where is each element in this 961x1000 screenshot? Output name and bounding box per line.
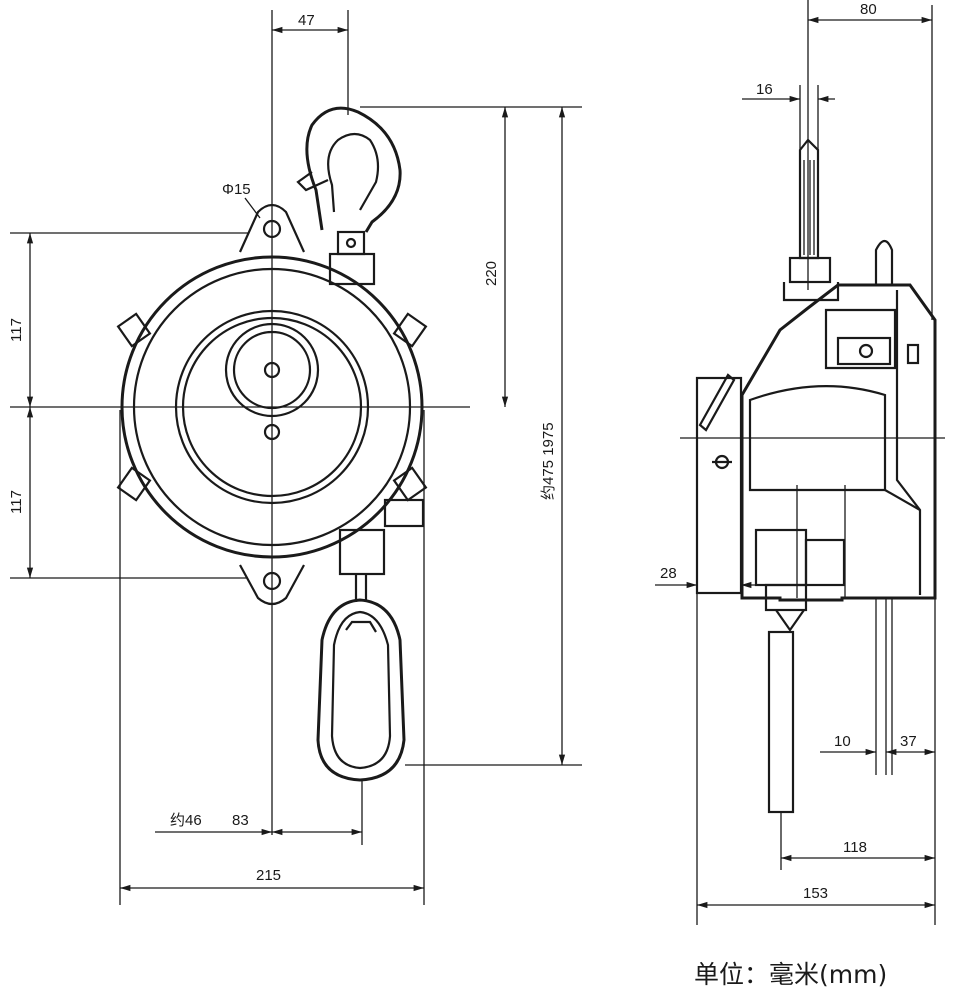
side-dimensions: 80 16 28 10 37 118 153 <box>655 1 936 925</box>
dim-left-offset: 28 <box>660 565 677 582</box>
dim-top-offset: 47 <box>298 12 315 29</box>
hub-outer <box>224 322 320 418</box>
dim-side-top-width: 80 <box>860 1 877 18</box>
dim-lower-half: 117 <box>8 490 25 514</box>
dim-bottom-left: 约46 <box>170 812 202 829</box>
dim-hook-thickness: 16 <box>756 81 773 98</box>
dim-stroke-length: 约475 1975 <box>540 422 557 500</box>
side-housing <box>740 239 937 602</box>
side-cover-plate <box>695 373 743 595</box>
housing-inner-ring <box>132 267 412 547</box>
side-cable-outlet <box>754 485 893 814</box>
bottom-mounting-ear <box>239 564 305 606</box>
lower-pin <box>263 423 281 441</box>
top-hook <box>296 106 402 286</box>
drum-ring <box>174 309 370 505</box>
drum-inner-ring <box>181 316 363 498</box>
dim-bottom-right: 83 <box>232 812 249 829</box>
front-view: 47 Φ15 220 117 117 约475 1975 约46 83 215 <box>8 10 582 905</box>
side-view: 80 16 28 10 37 118 153 <box>655 0 945 925</box>
top-mounting-ear <box>238 203 306 253</box>
dim-hook-height: 220 <box>483 261 500 286</box>
dim-overall-width: 215 <box>256 867 281 884</box>
top-mount-hole <box>262 219 282 239</box>
hub-inner <box>232 330 312 410</box>
side-hook <box>782 138 840 302</box>
housing-clips <box>116 312 428 502</box>
bottom-cable-and-carabiner <box>316 498 425 782</box>
dim-inner-width: 118 <box>843 839 867 856</box>
unit-label: 单位：毫米(mm) <box>694 960 888 989</box>
dim-total-width: 153 <box>803 885 828 902</box>
dim-gap-b: 37 <box>900 733 917 750</box>
housing-outer-ring <box>120 255 424 559</box>
front-dimensions: 47 Φ15 220 117 117 约475 1975 约46 83 215 <box>8 10 582 905</box>
hub-axle <box>263 361 281 379</box>
dim-hole-diameter: Φ15 <box>222 181 251 198</box>
bottom-mount-hole <box>262 571 282 591</box>
dim-gap-a: 10 <box>834 733 851 750</box>
dim-upper-half: 117 <box>8 318 25 342</box>
